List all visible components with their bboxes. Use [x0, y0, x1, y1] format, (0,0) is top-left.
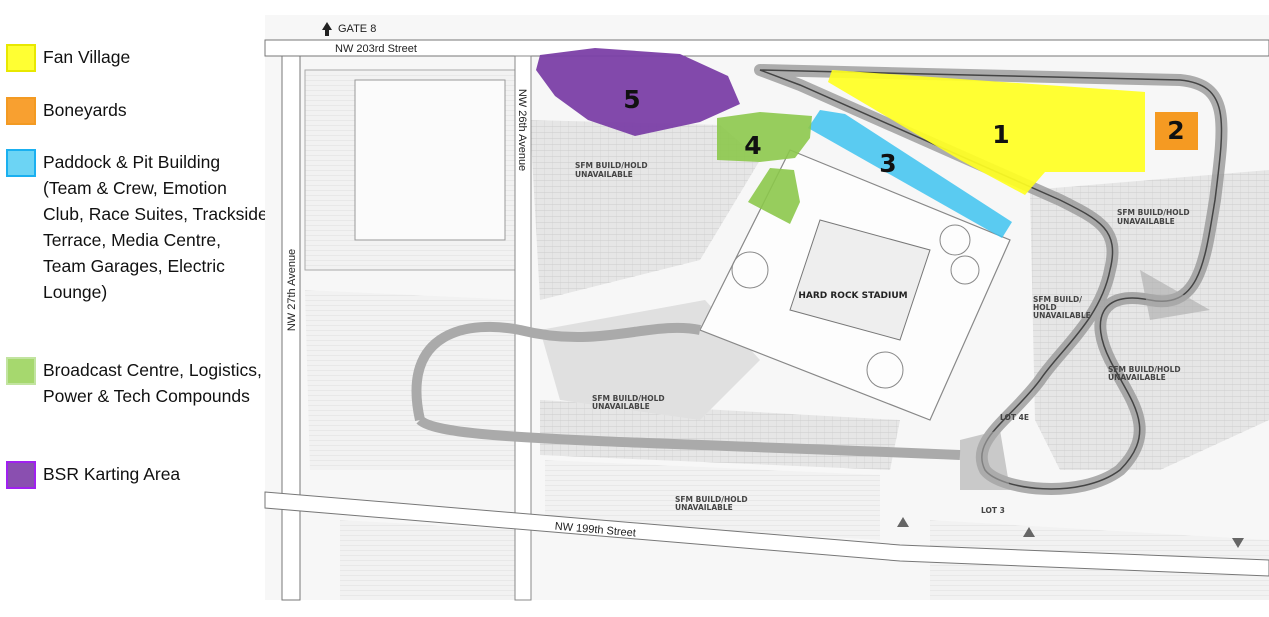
sfm-label: SFM BUILD/HOLD	[1108, 365, 1181, 374]
arrow-up-icon	[897, 517, 909, 527]
zone-broadcast-south[interactable]	[748, 168, 800, 224]
arrow-stem	[325, 30, 329, 36]
parking-lot	[545, 460, 880, 540]
sfm-label: SFM BUILD/HOLD	[675, 495, 748, 504]
legend-label: Paddock & Pit Building (Team & Crew, Emo…	[43, 152, 268, 302]
sfm-label: SFM BUILD/HOLD	[575, 161, 648, 170]
legend-swatch	[6, 44, 36, 72]
legend-item-boneyards: Boneyards	[6, 97, 268, 125]
legend-label: Fan Village	[43, 47, 131, 67]
arrow-down-icon	[1232, 538, 1244, 548]
zone-number-5: 5	[623, 85, 640, 114]
legend-item-karting: BSR Karting Area	[6, 461, 268, 489]
gate-8-label: GATE 8	[338, 23, 376, 35]
legend-swatch	[6, 461, 36, 489]
track-runoff	[960, 430, 1010, 490]
road-label-nw-203rd: NW 203rd Street	[335, 43, 417, 55]
map-legend: Fan Village Boneyards Paddock & Pit Buil…	[0, 0, 270, 617]
legend-swatch	[6, 357, 36, 385]
legend-item-paddock: Paddock & Pit Building (Team & Crew, Emo…	[6, 149, 268, 305]
zone-number-4: 4	[744, 131, 761, 160]
zone-number-3: 3	[879, 149, 896, 178]
lot-3-label: LOT 3	[981, 506, 1005, 515]
zone-bsr-karting[interactable]	[536, 48, 740, 136]
sfm-label: UNAVAILABLE	[575, 170, 633, 179]
legend-swatch	[6, 97, 36, 125]
zone-broadcast-north[interactable]	[717, 112, 812, 162]
zone-boneyards[interactable]	[1155, 112, 1198, 150]
parking-lot	[340, 520, 520, 600]
lot-4e-label: LOT 4E	[1000, 413, 1029, 422]
plaza-circle	[731, 251, 769, 289]
legend-item-fan-village: Fan Village	[6, 44, 268, 72]
sfm-label: UNAVAILABLE	[592, 402, 650, 411]
internal-road	[411, 321, 701, 422]
road-nw-27th-avenue	[281, 55, 301, 601]
plaza-circle	[939, 224, 971, 256]
arrow-up-icon	[1023, 527, 1035, 537]
legend-item-broadcast: Broadcast Centre, Logistics, Power & Tec…	[6, 357, 268, 409]
road-label-nw-27th: NW 27th Avenue	[286, 249, 298, 331]
sfm-label: SFM BUILD/	[1033, 295, 1082, 304]
legend-label: BSR Karting Area	[43, 464, 181, 484]
legend-swatch	[6, 149, 36, 177]
zone-paddock[interactable]	[808, 110, 1012, 238]
zone-fan-village[interactable]	[828, 70, 1145, 195]
race-track-line	[759, 69, 1223, 490]
sfm-label: UNAVAILABLE	[1108, 373, 1166, 382]
plaza-circle	[950, 255, 980, 285]
sfm-label: UNAVAILABLE	[1117, 217, 1175, 226]
sfm-label: HOLD	[1033, 303, 1057, 312]
stadium-field	[789, 219, 931, 341]
internal-road	[416, 416, 961, 460]
parking-lot	[530, 120, 760, 300]
sfm-label: SFM BUILD/HOLD	[1117, 208, 1190, 217]
road-label-nw-26th: NW 26th Avenue	[516, 89, 528, 171]
building-outline	[354, 79, 506, 241]
zone-number-1: 1	[992, 120, 1009, 149]
arrow-up-icon	[322, 22, 332, 30]
stadium-label: HARD ROCK STADIUM	[798, 291, 907, 301]
road-nw-199th-street	[264, 491, 1269, 577]
plaza-circle	[866, 351, 904, 389]
legend-label: Broadcast Centre, Logistics, Power & Tec…	[43, 360, 262, 406]
legend-label: Boneyards	[43, 100, 127, 120]
sfm-label: UNAVAILABLE	[1033, 311, 1091, 320]
track-runoff	[1140, 270, 1210, 320]
sfm-label: SFM BUILD/HOLD	[592, 394, 665, 403]
gate-8-marker: GATE 8	[322, 22, 376, 36]
road-nw-203rd-street	[264, 39, 1269, 57]
sfm-label: UNAVAILABLE	[675, 503, 733, 512]
zone-number-2: 2	[1167, 116, 1184, 145]
